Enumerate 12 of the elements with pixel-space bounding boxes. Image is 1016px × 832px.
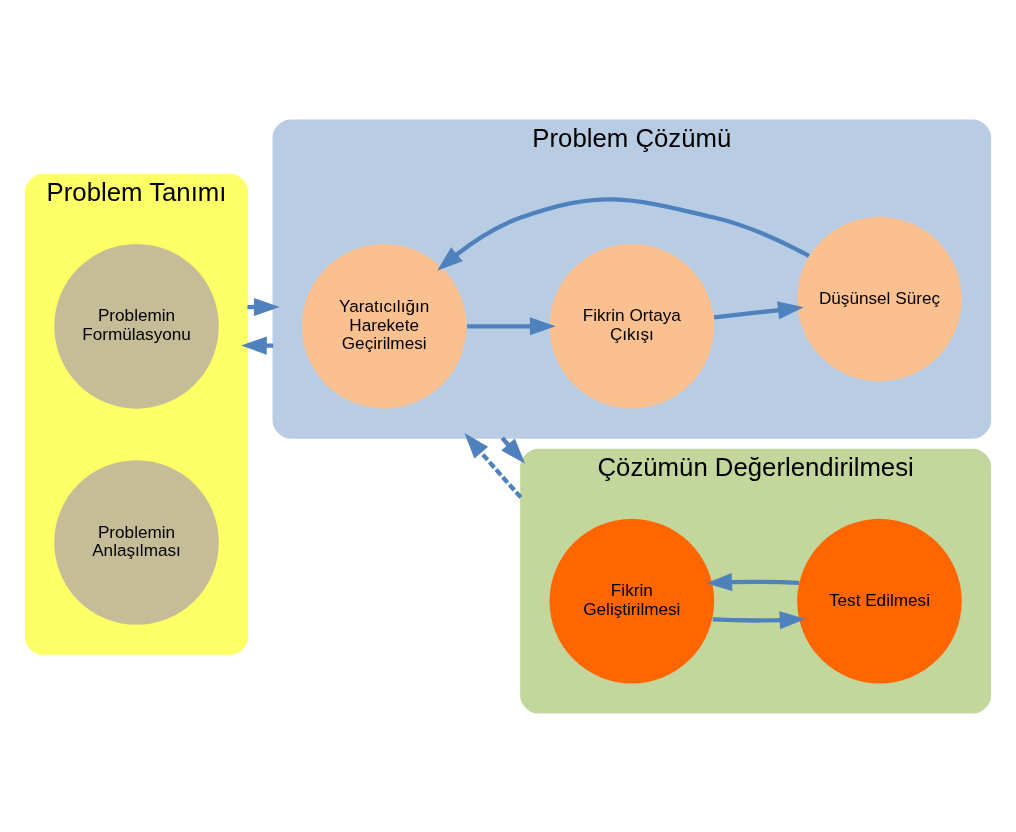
arrow (706, 572, 800, 591)
arrow (437, 196, 810, 271)
arrow (467, 316, 556, 335)
node-circle: Fikrin Geliştirilmesi (549, 518, 715, 683)
arrow (712, 610, 806, 629)
node-circle: Problemin Anlaşılması (54, 459, 219, 625)
arrow (464, 432, 523, 499)
arrow (713, 300, 804, 319)
node-circle: Test Edilmesi (797, 518, 962, 683)
node-circle: Düşünsel Süreç (797, 216, 962, 381)
node-circle: Fikrin Ortaya Çıkışı (549, 243, 715, 409)
node-circle: Problemin Formülasyonu (54, 243, 219, 409)
